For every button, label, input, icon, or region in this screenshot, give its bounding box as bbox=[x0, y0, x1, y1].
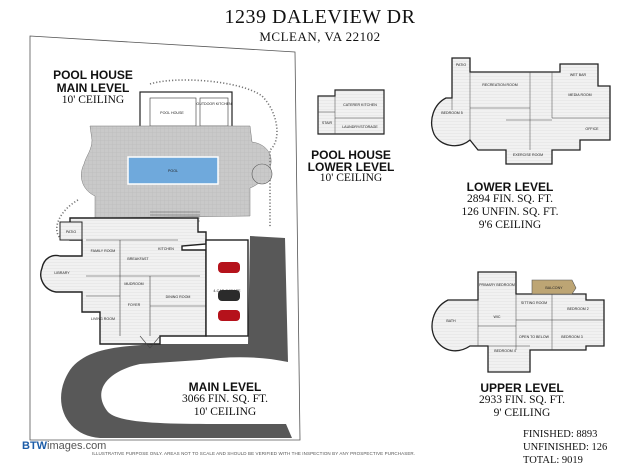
room-label-ph-stair: STAIR bbox=[322, 121, 333, 125]
total-finished: FINISHED: 8893 bbox=[523, 429, 598, 440]
lower-level-fin: 2894 FIN. SQ. FT. bbox=[466, 193, 554, 205]
logo-suffix: images.com bbox=[47, 440, 107, 452]
room-label-kitchen: KITCHEN bbox=[158, 247, 174, 251]
upper-level-ceiling: 9' CEILING bbox=[493, 407, 551, 419]
main-level-title: MAIN LEVEL bbox=[188, 380, 262, 394]
pool-house-lower-title-1: POOL HOUSE bbox=[311, 148, 391, 162]
room-label-ul-bedroom3: BEDROOM 3 bbox=[561, 335, 583, 339]
upper-level-floorplan: BALCONY PRIMARY BEDROOM SITTING ROOM BED… bbox=[431, 271, 605, 373]
total-area: TOTAL: 9019 bbox=[523, 455, 583, 466]
address-city: MCLEAN, VA 22102 bbox=[259, 29, 381, 44]
logo-brand: BTW bbox=[22, 440, 48, 452]
room-label-ph-kitchen: CATERER KITCHEN bbox=[343, 103, 377, 107]
room-label-outdoor-kitchen: OUTDOOR KITCHEN bbox=[196, 102, 232, 106]
pool-house-lower-ceiling: 10' CEILING bbox=[319, 172, 383, 184]
room-label-ul-bath: BATH bbox=[446, 319, 456, 323]
lower-level-floorplan: BEDROOM 5 RECREATION ROOM MEDIA ROOM WET… bbox=[431, 57, 611, 165]
pool bbox=[127, 156, 219, 185]
room-label-ll-bedroom5: BEDROOM 5 bbox=[441, 111, 463, 115]
upper-level-fin: 2933 FIN. SQ. FT. bbox=[478, 394, 566, 406]
room-label-pool: POOL bbox=[168, 169, 178, 173]
room-label-pool-house: POOL HOUSE bbox=[160, 111, 184, 115]
lower-level-unfin: 126 UNFIN. SQ. FT. bbox=[461, 206, 559, 218]
room-label-ul-sitting: SITTING ROOM bbox=[521, 301, 547, 305]
room-label-ll-office: OFFICE bbox=[585, 127, 599, 131]
pool-house-main-title-1: POOL HOUSE bbox=[53, 68, 133, 82]
room-label-ll-media: MEDIA ROOM bbox=[568, 93, 591, 97]
room-label-ll-patio: PATIO bbox=[456, 63, 466, 67]
room-label-living-room: LIVING ROOM bbox=[91, 317, 115, 321]
lower-level-title: LOWER LEVEL bbox=[466, 180, 554, 194]
pool-house-main-level: POOL HOUSE OUTDOOR KITCHEN bbox=[139, 91, 233, 129]
lower-level-ceiling: 9'6 CEILING bbox=[478, 219, 542, 231]
address-street: 1239 DALEVIEW DR bbox=[224, 6, 416, 28]
room-label-dining-room: DINING ROOM bbox=[166, 295, 191, 299]
room-label-ll-wet-bar: WET BAR bbox=[570, 73, 587, 77]
total-unfinished: UNFINISHED: 126 bbox=[523, 442, 608, 453]
lot-outline bbox=[29, 35, 301, 441]
room-label-mudroom: MUDROOM bbox=[124, 282, 143, 286]
upper-balcony bbox=[531, 279, 577, 295]
pool-house-lower-floorplan: CATERER KITCHEN LAUNDRY/STORAGE STAIR bbox=[317, 89, 385, 135]
room-label-ph-storage: LAUNDRY/STORAGE bbox=[342, 125, 378, 129]
room-label-ul-wic: WIC bbox=[494, 315, 501, 319]
room-label-patio: PATIO bbox=[66, 230, 76, 234]
room-label-ul-open: OPEN TO BELOW bbox=[519, 335, 550, 339]
btw-images-logo: BTWimages.com bbox=[22, 440, 106, 452]
room-label-ll-recreation: RECREATION ROOM bbox=[482, 83, 517, 87]
room-label-ul-bedroom2: BEDROOM 2 bbox=[567, 307, 589, 311]
room-label-ul-primary: PRIMARY BEDROOM bbox=[479, 283, 515, 287]
driveway bbox=[61, 236, 292, 438]
room-label-ll-exercise: EXERCISE ROOM bbox=[513, 153, 543, 157]
main-level-fin: 3066 FIN. SQ. FT. bbox=[181, 393, 269, 405]
upper-level-title: UPPER LEVEL bbox=[480, 381, 564, 395]
pool-house-lower-title-2: LOWER LEVEL bbox=[307, 160, 395, 174]
garage-cars bbox=[218, 262, 240, 321]
main-level-ceiling: 10' CEILING bbox=[193, 406, 257, 418]
room-label-family-room: FAMILY ROOM bbox=[91, 249, 116, 253]
room-label-library: LIBRARY bbox=[54, 271, 70, 275]
area-totals: FINISHED: 8893 UNFINISHED: 126 TOTAL: 90… bbox=[523, 428, 607, 467]
room-label-foyer: FOYER bbox=[128, 303, 141, 307]
room-label-breakfast: BREAKFAST bbox=[127, 257, 149, 261]
pool-house-main-title-2: MAIN LEVEL bbox=[56, 81, 130, 95]
room-label-ul-balcony: BALCONY bbox=[545, 286, 563, 290]
room-label-ul-bedroom4: BEDROOM 4 bbox=[494, 349, 516, 353]
disclaimer-text: ILLUSTRATIVE PURPOSE ONLY. AREAS NOT TO … bbox=[92, 451, 416, 456]
pool-house-main-ceiling: 10' CEILING bbox=[61, 94, 125, 106]
main-level-house: PATIO FAMILY ROOM KITCHEN BREAKFAST LIBR… bbox=[40, 217, 249, 349]
